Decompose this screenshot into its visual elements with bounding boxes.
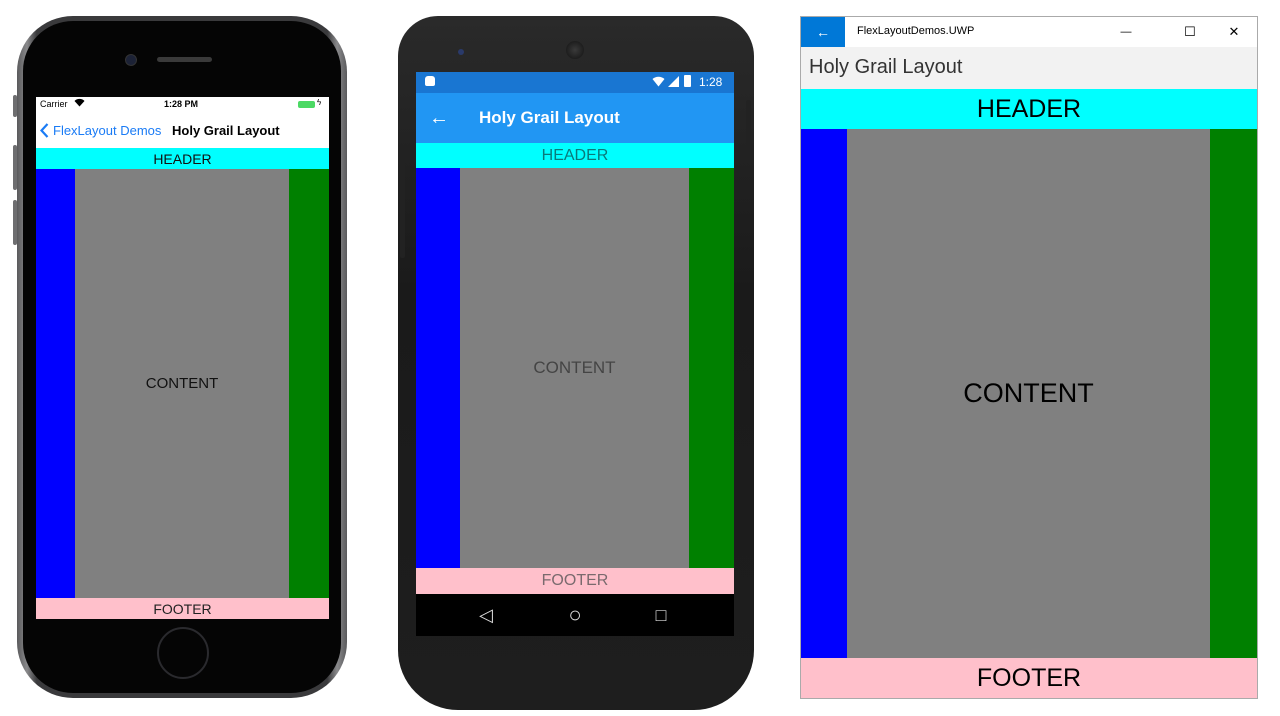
nav-recents-icon[interactable]: □ <box>655 604 667 625</box>
wifi-icon <box>652 76 665 90</box>
battery-charging-icon <box>298 101 315 108</box>
android-robot-icon <box>425 76 435 86</box>
uwp-window: ← FlexLayoutDemos.UWP — ☐ ✕ Holy Grail L… <box>800 16 1258 699</box>
ios-screen: Carrier 1:28 PM ϟ FlexLayout Demos Holy … <box>36 97 329 619</box>
footer-region: FOOTER <box>416 568 734 594</box>
android-screen: 1:28 ← Holy Grail Layout HEADER CONTENT … <box>416 72 734 636</box>
ios-navigation-bar: FlexLayout Demos Holy Grail Layout <box>36 113 329 148</box>
front-camera-icon <box>125 54 137 66</box>
page-title: Holy Grail Layout <box>809 56 963 78</box>
minimize-button[interactable]: — <box>1120 26 1132 38</box>
android-navigation-bar: ◁ ○ □ <box>416 594 734 636</box>
page-title-bar: Holy Grail Layout <box>801 47 1257 89</box>
battery-charging-icon <box>684 75 691 87</box>
right-aside-region <box>289 169 329 598</box>
arrow-left-icon[interactable]: ← <box>429 106 449 129</box>
android-clock: 1:28 <box>699 75 723 89</box>
wifi-icon <box>74 98 85 109</box>
charging-bolt-icon: ϟ <box>317 98 322 107</box>
android-app-bar: ← Holy Grail Layout <box>416 93 734 143</box>
signal-icon <box>668 76 679 90</box>
content-region: CONTENT <box>847 129 1210 658</box>
nav-home-icon[interactable]: ○ <box>568 602 582 627</box>
earpiece-speaker <box>157 57 212 62</box>
android-volume-button <box>400 148 405 258</box>
ios-clock: 1:28 PM <box>164 99 199 109</box>
chevron-left-icon <box>40 123 49 138</box>
content-region: CONTENT <box>75 169 289 598</box>
iphone-volume-down-button <box>13 200 17 245</box>
iphone-mute-switch <box>13 95 17 117</box>
content-region: CONTENT <box>460 168 689 568</box>
iphone-volume-up-button <box>13 145 17 190</box>
page-title: Holy Grail Layout <box>172 123 280 138</box>
front-camera-icon <box>458 49 464 55</box>
back-button-label: FlexLayout Demos <box>53 123 162 138</box>
header-region: HEADER <box>801 89 1257 129</box>
uwp-title-bar: ← FlexLayoutDemos.UWP — ☐ ✕ <box>801 17 1257 47</box>
left-nav-region <box>416 168 460 568</box>
ios-status-bar: Carrier 1:28 PM ϟ <box>36 97 329 113</box>
earpiece-speaker <box>566 41 584 59</box>
app-name: FlexLayoutDemos.UWP <box>857 25 975 37</box>
header-region: HEADER <box>416 143 734 168</box>
left-nav-region <box>801 129 847 658</box>
maximize-button[interactable]: ☐ <box>1184 24 1196 39</box>
title-bar-back-button[interactable]: ← <box>801 17 845 47</box>
close-button[interactable]: ✕ <box>1228 24 1240 39</box>
footer-region: FOOTER <box>36 598 329 619</box>
header-region: HEADER <box>36 148 329 169</box>
right-aside-region <box>689 168 734 568</box>
android-status-bar: 1:28 <box>416 72 734 93</box>
left-nav-region <box>36 169 75 598</box>
nav-back-icon[interactable]: ◁ <box>479 604 493 625</box>
footer-region: FOOTER <box>801 658 1257 698</box>
back-button[interactable]: FlexLayout Demos <box>40 113 161 148</box>
page-title: Holy Grail Layout <box>479 108 620 127</box>
home-button[interactable] <box>157 627 209 679</box>
carrier-label: Carrier <box>40 99 68 109</box>
right-aside-region <box>1210 129 1257 658</box>
android-power-button <box>746 100 751 148</box>
